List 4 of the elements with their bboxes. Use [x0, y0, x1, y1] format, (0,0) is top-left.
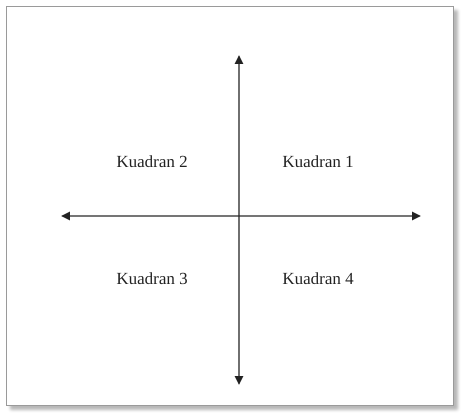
quadrant-label: Kuadran 3: [116, 269, 188, 289]
quadrant-label: Kuadran 2: [116, 152, 188, 172]
quadrant-label: Kuadran 4: [282, 269, 354, 289]
quadrant-label: Kuadran 1: [282, 152, 354, 172]
